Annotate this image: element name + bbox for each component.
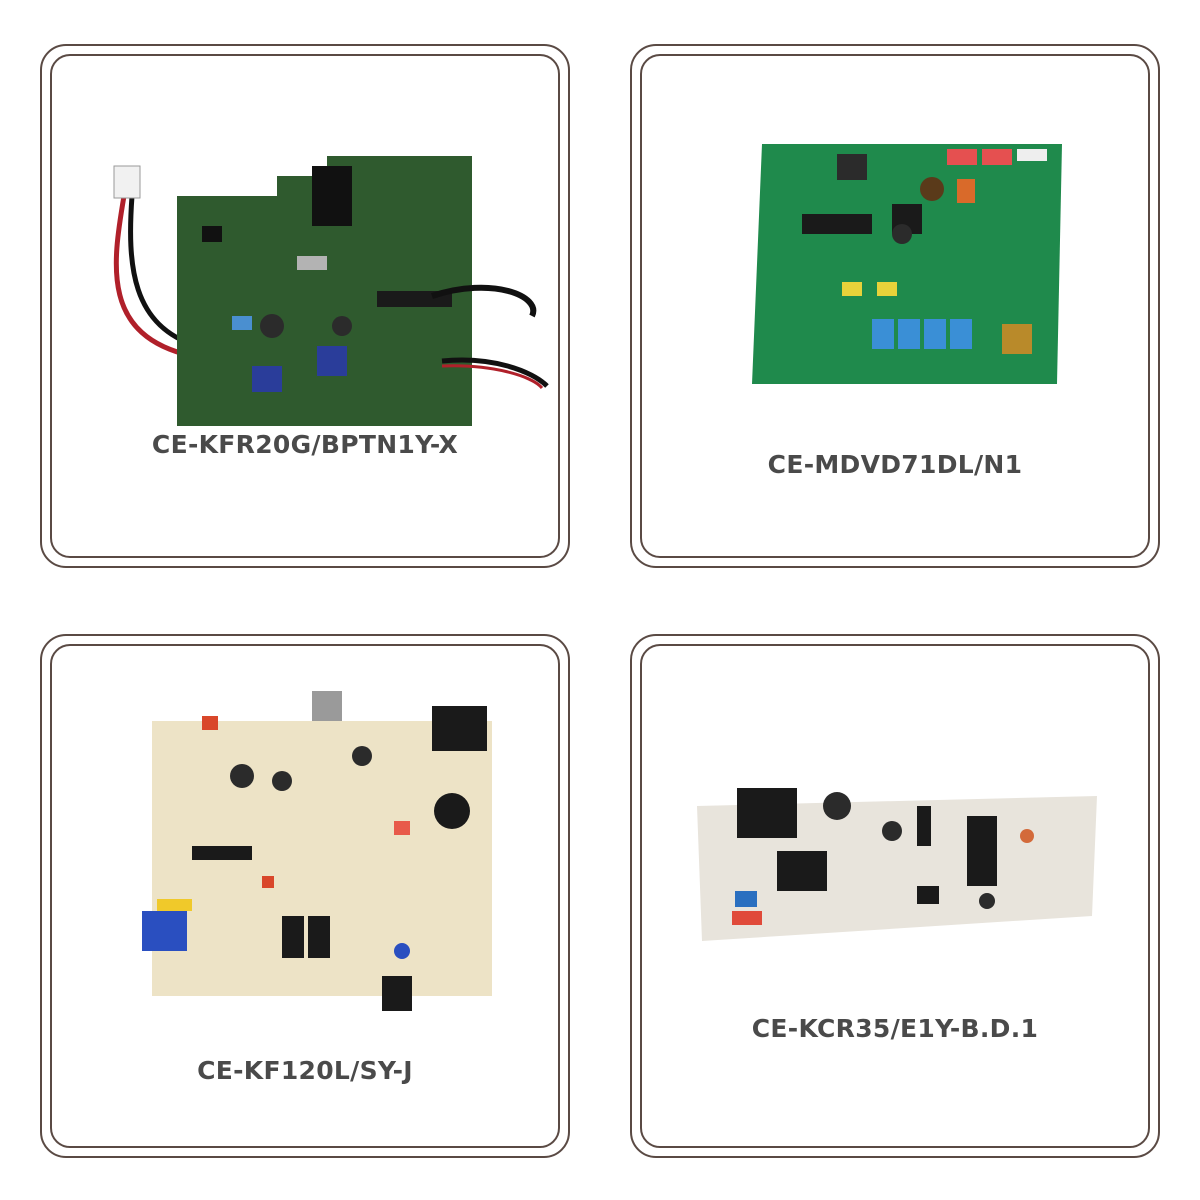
pcb-image xyxy=(742,134,1072,394)
product-card-3[interactable]: CE-KF120L/SY-J xyxy=(40,634,570,1158)
product-card-4[interactable]: CE-KCR35/E1Y-B.D.1 xyxy=(630,634,1160,1158)
card-inner-frame xyxy=(50,644,560,1148)
product-model-label: CE-KF120L/SY-J xyxy=(197,1056,413,1085)
product-model-label: CE-KFR20G/BPTN1Y-X xyxy=(151,430,459,459)
product-card-1[interactable]: CE-KFR20G/BPTN1Y-X xyxy=(40,44,570,568)
card-inner-frame xyxy=(640,54,1150,558)
pcb-image xyxy=(132,691,502,1011)
pcb-image xyxy=(72,156,552,436)
card-inner-frame xyxy=(640,644,1150,1148)
pcb-image xyxy=(687,776,1107,946)
product-card-2[interactable]: CE-MDVD71DL/N1 xyxy=(630,44,1160,568)
product-model-label: CE-KCR35/E1Y-B.D.1 xyxy=(751,1014,1039,1043)
card-inner-frame xyxy=(50,54,560,558)
product-model-label: CE-MDVD71DL/N1 xyxy=(767,450,1023,479)
